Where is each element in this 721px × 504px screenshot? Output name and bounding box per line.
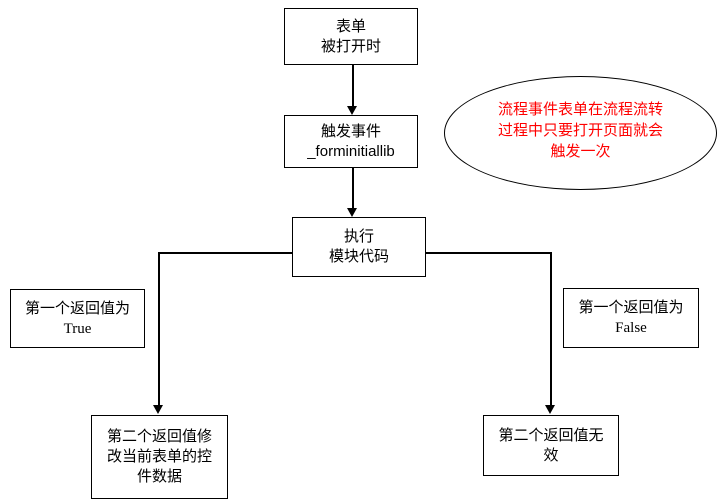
connector-trigger-to-execute-line bbox=[352, 168, 354, 208]
connector-form-to-trigger-line bbox=[352, 64, 354, 106]
connector-right-branch-vline bbox=[550, 252, 552, 405]
node-second-return-invalid: 第二个返回值无效 bbox=[483, 415, 619, 476]
node-first-return-false-value: False bbox=[615, 320, 647, 336]
node-second-return-invalid-text: 第二个返回值无效 bbox=[498, 426, 604, 464]
node-second-return-modify: 第二个返回值修改当前表单的控件数据 bbox=[91, 415, 228, 499]
connector-right-branch-hline bbox=[426, 252, 552, 254]
node-execute-module: 执行 模块代码 bbox=[292, 217, 426, 277]
connector-left-branch-hline bbox=[158, 252, 292, 254]
annotation-line3: 触发一次 bbox=[550, 142, 611, 160]
node-trigger-event: 触发事件 _forminitiallib bbox=[284, 115, 418, 168]
node-form-opened-line1: 表单 bbox=[335, 17, 366, 35]
node-first-return-true-value: True bbox=[63, 320, 92, 337]
node-execute-module-line1: 执行 bbox=[343, 228, 374, 245]
connector-left-branch-vline bbox=[158, 252, 160, 405]
node-first-return-false: 第一个返回值为 False bbox=[563, 288, 699, 348]
connector-form-to-trigger-arrowhead bbox=[347, 106, 357, 115]
node-form-opened-line2: 被打开时 bbox=[320, 37, 381, 55]
node-second-return-modify-text: 第二个返回值修改当前表单的控件数据 bbox=[106, 428, 212, 485]
node-execute-module-line2: 模块代码 bbox=[328, 248, 389, 265]
node-form-opened: 表单 被打开时 bbox=[284, 8, 418, 65]
node-first-return-true: 第一个返回值为 True bbox=[10, 289, 145, 348]
node-trigger-event-line2: _forminitiallib bbox=[307, 142, 395, 160]
annotation-ellipse: 流程事件表单在流程流转 过程中只要打开页面就会 触发一次 bbox=[444, 76, 717, 190]
connector-right-branch-arrowhead bbox=[545, 405, 555, 414]
connector-trigger-to-execute-arrowhead bbox=[347, 208, 357, 217]
annotation-line1: 流程事件表单在流程流转 bbox=[497, 100, 663, 118]
node-trigger-event-line1: 触发事件 bbox=[320, 122, 381, 140]
node-first-return-true-label: 第一个返回值为 bbox=[24, 299, 130, 317]
annotation-line2: 过程中只要打开页面就会 bbox=[497, 121, 663, 139]
node-first-return-false-label: 第一个返回值为 bbox=[578, 299, 684, 316]
connector-left-branch-arrowhead bbox=[153, 405, 163, 414]
